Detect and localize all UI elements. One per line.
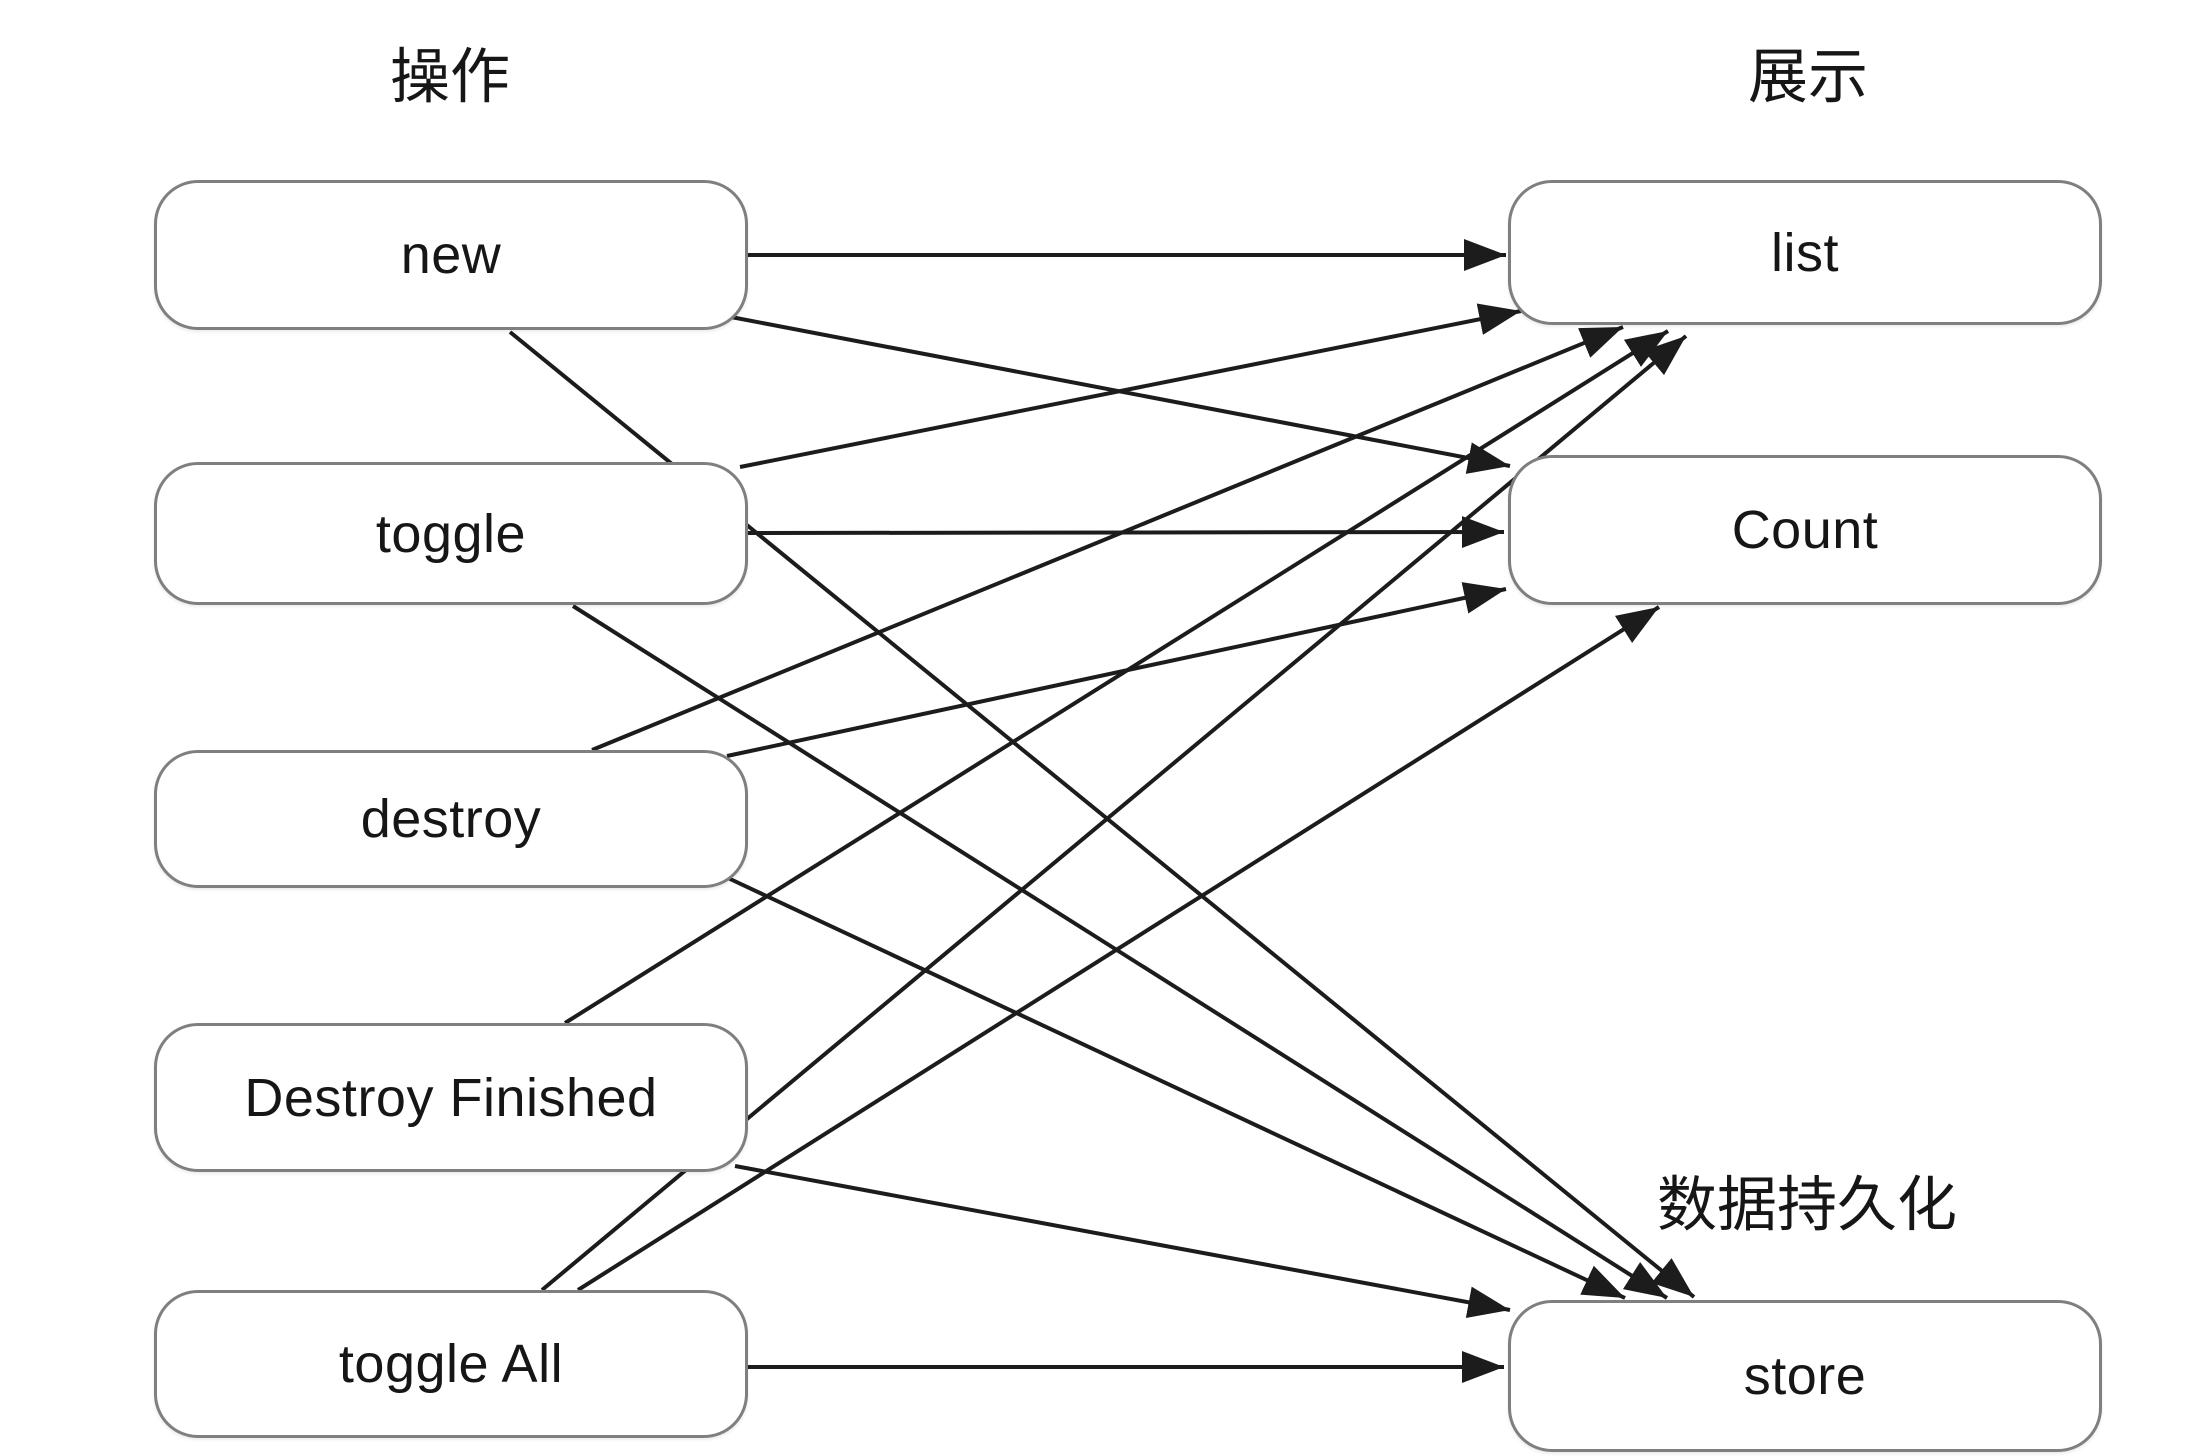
node-store: store xyxy=(1508,1300,2102,1452)
edge-destroy-finished-list xyxy=(563,329,1670,1025)
node-toggle-all-label: toggle All xyxy=(338,1334,564,1394)
edge-destroy-list xyxy=(591,325,1624,752)
edge-toggle-all-count xyxy=(576,605,1661,1292)
node-count-label: Count xyxy=(1731,500,1879,560)
edge-destroy-count xyxy=(726,582,1507,758)
node-count: Count xyxy=(1508,455,2102,605)
column-header-display: 展示 xyxy=(1748,43,1868,111)
edge-toggle-list xyxy=(739,303,1522,469)
node-destroy-finished-label: Destroy Finished xyxy=(244,1067,658,1128)
edge-toggle-store xyxy=(571,604,1669,1300)
edge-destroy-finished-store xyxy=(734,1164,1511,1319)
node-new: new xyxy=(154,180,748,330)
column-header-persistence: 数据持久化 xyxy=(1657,1171,1957,1239)
node-store-label: store xyxy=(1743,1346,1867,1406)
node-destroy-label: destroy xyxy=(360,789,542,849)
node-toggle: toggle xyxy=(154,462,748,605)
node-toggle-all: toggle All xyxy=(154,1290,748,1438)
node-toggle-label: toggle xyxy=(375,503,527,564)
node-new-label: new xyxy=(400,225,502,285)
column-header-operations: 操作 xyxy=(390,43,510,111)
node-list-label: list xyxy=(1771,222,1839,283)
node-destroy-finished: Destroy Finished xyxy=(154,1023,748,1172)
edge-destroy-store xyxy=(727,876,1626,1300)
node-list: list xyxy=(1508,180,2102,325)
node-destroy: destroy xyxy=(154,750,748,888)
